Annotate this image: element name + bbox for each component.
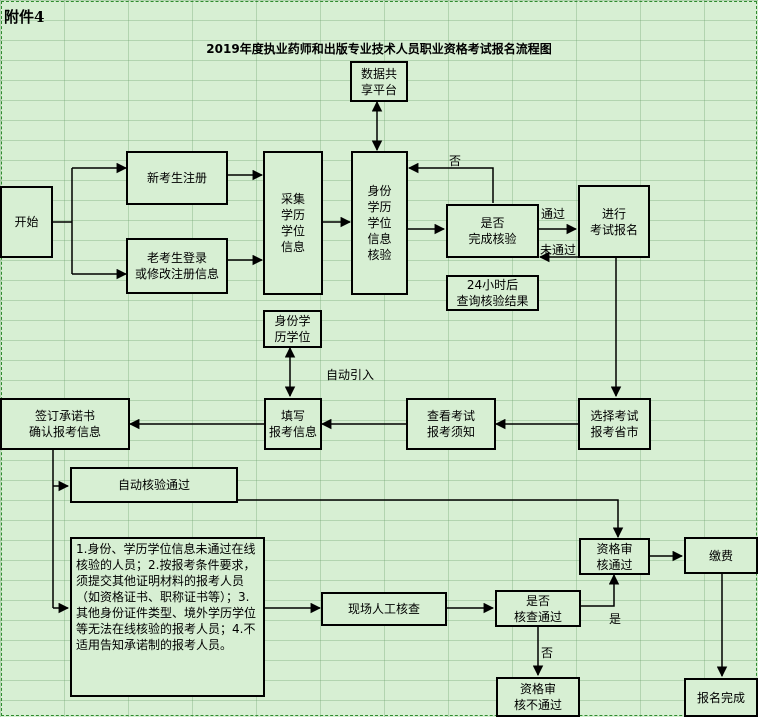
edge-checkpass-yes <box>580 573 620 607</box>
node-start: 开始 <box>0 186 53 258</box>
edge-label-auto-import: 自动引入 <box>326 368 375 382</box>
node-check-done: 是否 完成核验 <box>446 204 539 258</box>
edge-label-no-bottom: 否 <box>541 646 554 660</box>
edge-check-no <box>407 162 494 203</box>
edge-label-fail: 未通过 <box>540 243 577 257</box>
node-old-login: 老考生登录 或修改注册信息 <box>126 238 228 294</box>
node-qual-pass: 资格审 核通过 <box>579 538 650 575</box>
node-onsite-check: 现场人工核查 <box>321 592 447 626</box>
edge-label-pass: 通过 <box>541 207 566 221</box>
node-check-pass: 是否 核查通过 <box>495 590 581 627</box>
edge-label-no-top: 否 <box>449 154 462 168</box>
node-done: 报名完成 <box>684 678 758 717</box>
node-auto-pass: 自动核验通过 <box>70 467 238 503</box>
edge-label-yes: 是 <box>609 612 622 626</box>
node-fill-info: 填写 报考信息 <box>264 398 322 450</box>
page-title: 2019年度执业药师和出版专业技术人员职业资格考试报名流程图 <box>206 42 552 56</box>
annex-label: 附件4 <box>4 8 45 26</box>
node-register-exam: 进行 考试报名 <box>578 185 650 258</box>
edge-auto-to-qualpass <box>237 499 624 539</box>
edge-start-branch <box>52 168 73 274</box>
node-id-edu-degree: 身份学 历学位 <box>263 310 322 348</box>
node-query-24h: 24小时后 查询核验结果 <box>446 275 539 311</box>
node-verify-info: 身份 学历 学位 信息 核验 <box>351 151 408 295</box>
node-view-notice: 查看考试 报考须知 <box>406 398 496 450</box>
node-conditions: 1.身份、学历学位信息未通过在线核验的人员；2.按报考条件要求，须提交其他证明材… <box>70 537 265 697</box>
node-select-exam: 选择考试 报考省市 <box>578 398 651 450</box>
node-sign-commit: 签订承诺书 确认报考信息 <box>0 398 130 450</box>
node-collect-info: 采集 学历 学位 信息 <box>263 151 323 295</box>
node-pay: 缴费 <box>684 537 758 574</box>
node-new-register: 新考生注册 <box>126 151 228 205</box>
node-qual-fail: 资格审 核不通过 <box>496 677 580 717</box>
node-data-share: 数据共 享平台 <box>350 61 408 102</box>
